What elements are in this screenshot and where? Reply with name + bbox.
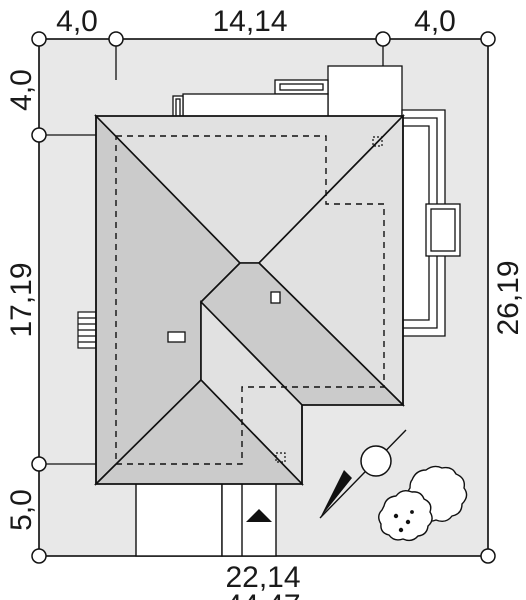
dim-right: 26,19 bbox=[492, 260, 525, 335]
roof bbox=[94, 114, 405, 486]
dim-top-right: 4,0 bbox=[414, 5, 456, 38]
dim-left-bottom: 5,0 bbox=[5, 489, 38, 531]
upper-annexes bbox=[172, 65, 403, 119]
dimension-markers bbox=[31, 31, 496, 564]
dim-bottom-cut: 44,47 bbox=[225, 589, 300, 600]
tree-icon bbox=[378, 465, 468, 542]
dim-left-top: 4,0 bbox=[5, 69, 38, 111]
dim-bottom: 22,14 bbox=[225, 561, 300, 594]
dim-top-middle: 14,14 bbox=[212, 5, 287, 38]
right-terrace bbox=[401, 109, 461, 337]
entrance-arrow-icon bbox=[246, 509, 272, 522]
left-steps bbox=[77, 311, 97, 349]
dim-top-left: 4,0 bbox=[56, 5, 98, 38]
north-arrow-icon bbox=[319, 429, 407, 519]
downpipes bbox=[275, 136, 383, 463]
skylights bbox=[167, 291, 281, 343]
dim-left-middle: 17,19 bbox=[5, 262, 38, 337]
wall-outline bbox=[115, 135, 385, 465]
